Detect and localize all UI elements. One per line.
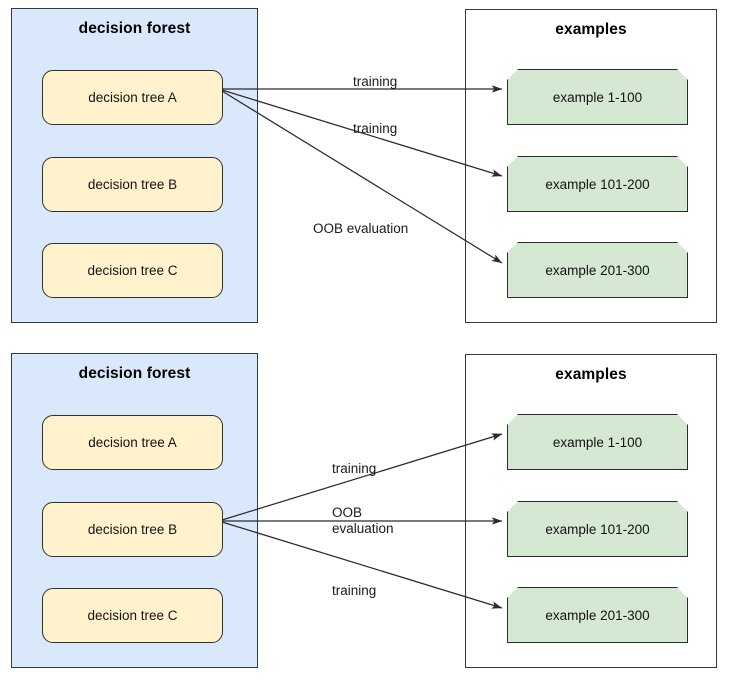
example-201-300-node-bottom[interactable]: example 201-300 (507, 587, 688, 643)
edge-label-oob-evaluation-top: OOB evaluation (313, 221, 409, 236)
decision-tree-c-label-bottom: decision tree C (87, 608, 178, 623)
example-201-300-label-bottom: example 201-300 (545, 607, 650, 623)
example-101-200-node-top[interactable]: example 101-200 (507, 156, 688, 212)
decision-tree-c-node-top[interactable]: decision tree C (42, 243, 223, 298)
example-1-100-node-bottom[interactable]: example 1-100 (507, 414, 688, 470)
edge-label-oob-evaluation-bottom: OOB evaluation (332, 505, 394, 537)
example-201-300-label-top: example 201-300 (545, 262, 650, 278)
edge-label-training-1-bottom: training (332, 461, 377, 476)
examples-title-top: examples (555, 21, 627, 38)
examples-container-top: examples example 1-100 example 101-200 e… (465, 9, 717, 323)
example-1-100-label-bottom: example 1-100 (552, 434, 643, 450)
decision-tree-b-node-bottom[interactable]: decision tree B (42, 502, 223, 557)
decision-tree-c-label-top: decision tree C (87, 263, 178, 278)
edge-label-training-2-bottom: training (332, 583, 377, 598)
examples-container-bottom: examples example 1-100 example 101-200 e… (465, 354, 717, 668)
examples-title-bottom: examples (555, 366, 627, 383)
decision-tree-a-label-bottom: decision tree A (88, 435, 177, 450)
edge-label-oob-line-1: OOB (332, 505, 363, 520)
edge-label-training-2-top: training (353, 121, 398, 136)
decision-tree-a-node-bottom[interactable]: decision tree A (42, 415, 223, 470)
diagram-panel-top: decision forest decision tree A decision… (0, 0, 737, 340)
example-201-300-node-top[interactable]: example 201-300 (507, 242, 688, 298)
example-1-100-label-top: example 1-100 (552, 89, 643, 105)
edge-label-oob-line-2: evaluation (332, 520, 394, 536)
decision-tree-b-label-bottom: decision tree B (87, 522, 178, 537)
decision-tree-a-node-top[interactable]: decision tree A (42, 70, 223, 125)
decision-tree-b-node-top[interactable]: decision tree B (42, 157, 223, 212)
decision-forest-title-top: decision forest (78, 20, 191, 37)
edge-tree-a-to-example-201-300-top (221, 90, 503, 264)
decision-tree-a-label-top: decision tree A (88, 90, 177, 105)
decision-tree-b-label-top: decision tree B (87, 177, 178, 192)
example-101-200-node-bottom[interactable]: example 101-200 (507, 501, 688, 557)
diagram-panel-bottom: decision forest decision tree A decision… (0, 345, 737, 685)
example-101-200-label-bottom: example 101-200 (545, 521, 650, 537)
edge-label-training-1-top: training (353, 74, 398, 89)
decision-forest-container-bottom: decision forest decision tree A decision… (11, 353, 258, 668)
example-1-100-node-top[interactable]: example 1-100 (507, 69, 688, 125)
example-101-200-label-top: example 101-200 (545, 176, 650, 192)
decision-forest-container-top: decision forest decision tree A decision… (11, 8, 258, 323)
decision-forest-title-bottom: decision forest (78, 365, 191, 382)
decision-tree-c-node-bottom[interactable]: decision tree C (42, 588, 223, 643)
